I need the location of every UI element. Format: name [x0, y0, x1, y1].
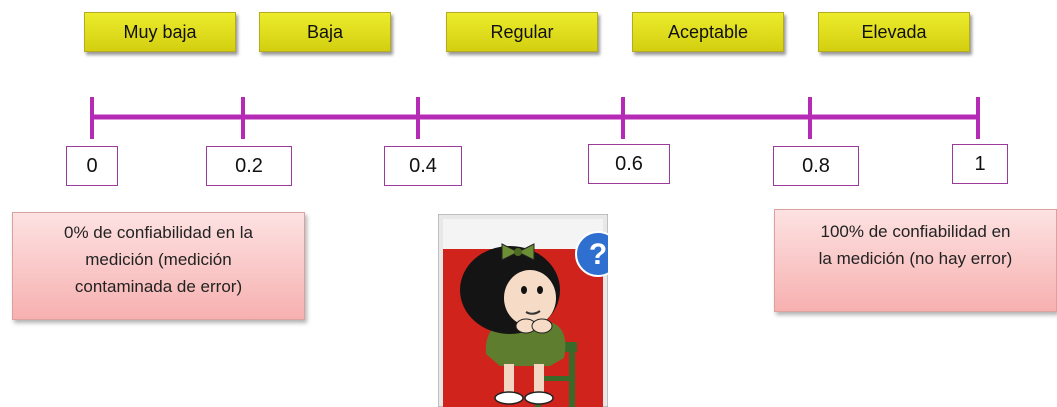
tick-label-1: 1 — [952, 144, 1008, 184]
note-left-line-3: contaminada de error) — [74, 277, 243, 296]
reliability-axis — [90, 97, 980, 139]
category-baja: Baja — [259, 12, 391, 52]
note-left-line-1: 0% de confiabilidad en la — [63, 223, 254, 242]
note-full-reliability: 100% de confiabilidad en la medición (no… — [774, 209, 1057, 312]
category-regular: Regular — [446, 12, 598, 52]
note-zero-reliability: 0% de confiabilidad en la medición (medi… — [12, 212, 305, 320]
tick-label-0-2: 0.2 — [206, 146, 292, 186]
thinking-girl-illustration: ? — [438, 214, 608, 407]
note-right-line-1: 100% de confiabilidad en — [820, 222, 1011, 241]
note-right-line-2: la medición (no hay error) — [818, 249, 1013, 268]
tick-label-0-6: 0.6 — [588, 144, 670, 184]
category-elevada: Elevada — [818, 12, 970, 52]
category-muy-baja: Muy baja — [84, 12, 236, 52]
tick-label-0: 0 — [66, 146, 118, 186]
note-left-line-2: medición (medición — [85, 250, 232, 269]
question-mark-icon: ? — [589, 238, 607, 271]
tick-label-0-4: 0.4 — [384, 146, 462, 186]
category-aceptable: Aceptable — [632, 12, 784, 52]
tick-label-0-8: 0.8 — [773, 146, 859, 186]
